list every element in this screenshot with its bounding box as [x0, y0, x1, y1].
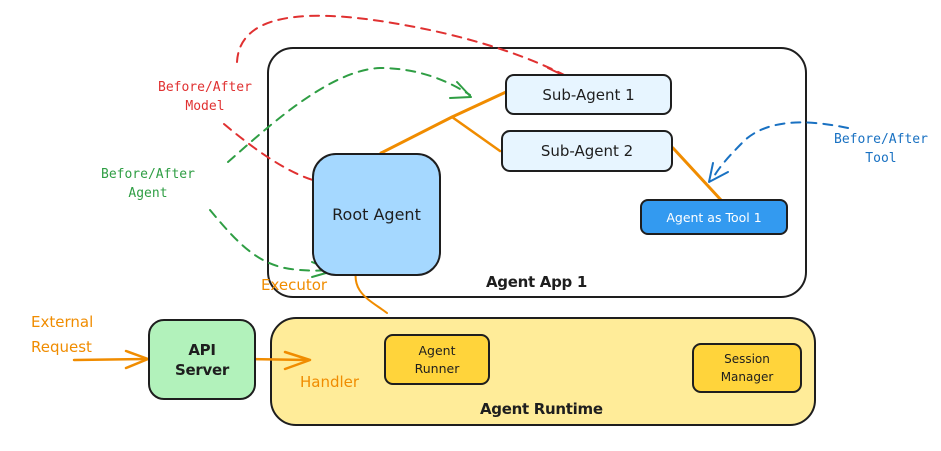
sub-agent-2-node[interactable]: Sub-Agent 2	[501, 130, 673, 172]
executor-label: Executor	[261, 276, 328, 294]
agent-as-tool-node[interactable]: Agent as Tool 1	[640, 199, 788, 235]
external-request-arrow	[72, 357, 149, 362]
session-manager-node[interactable]: Session Manager	[692, 343, 802, 393]
agent-callback-arrow-top	[227, 67, 471, 163]
agent-app-title: Agent App 1	[486, 273, 588, 291]
agent-as-tool-label: Agent as Tool 1	[666, 209, 762, 225]
model-callback-arrow-top	[236, 14, 571, 79]
api-server-label: API Server	[175, 340, 229, 379]
session-manager-label: Session Manager	[720, 352, 774, 384]
api-server-node[interactable]: API Server	[148, 319, 256, 400]
root-to-subagent1-line	[379, 90, 508, 155]
sub-agent-2-label: Sub-Agent 2	[540, 142, 634, 160]
agent-runner-node[interactable]: Agent Runner	[384, 334, 490, 385]
branch-to-subagent2-line	[450, 115, 502, 153]
tool-callback-label: Before/After Tool	[834, 132, 928, 166]
agent-runner-label: Agent Runner	[414, 342, 460, 376]
tool-callback-arrow	[711, 121, 849, 181]
handler-arrowhead	[283, 350, 312, 371]
sub-agent-1-node[interactable]: Sub-Agent 1	[505, 74, 672, 115]
external-request-label: External Request	[31, 313, 94, 356]
handler-label: Handler	[300, 373, 360, 391]
agent-callback-arrowhead-top	[449, 81, 472, 99]
agent-callback-label: Before/After Agent	[101, 167, 195, 201]
agent-runtime-title: Agent Runtime	[480, 400, 603, 418]
agent-callback-arrow-root	[209, 209, 331, 272]
subagent2-to-tool-line	[671, 146, 723, 202]
root-agent-node[interactable]: Root Agent	[312, 153, 441, 276]
sub-agent-1-label: Sub-Agent 1	[542, 85, 635, 104]
root-agent-label: Root Agent	[332, 205, 421, 224]
tool-callback-arrowhead	[708, 162, 729, 183]
model-callback-label: Before/After Model	[158, 80, 252, 114]
